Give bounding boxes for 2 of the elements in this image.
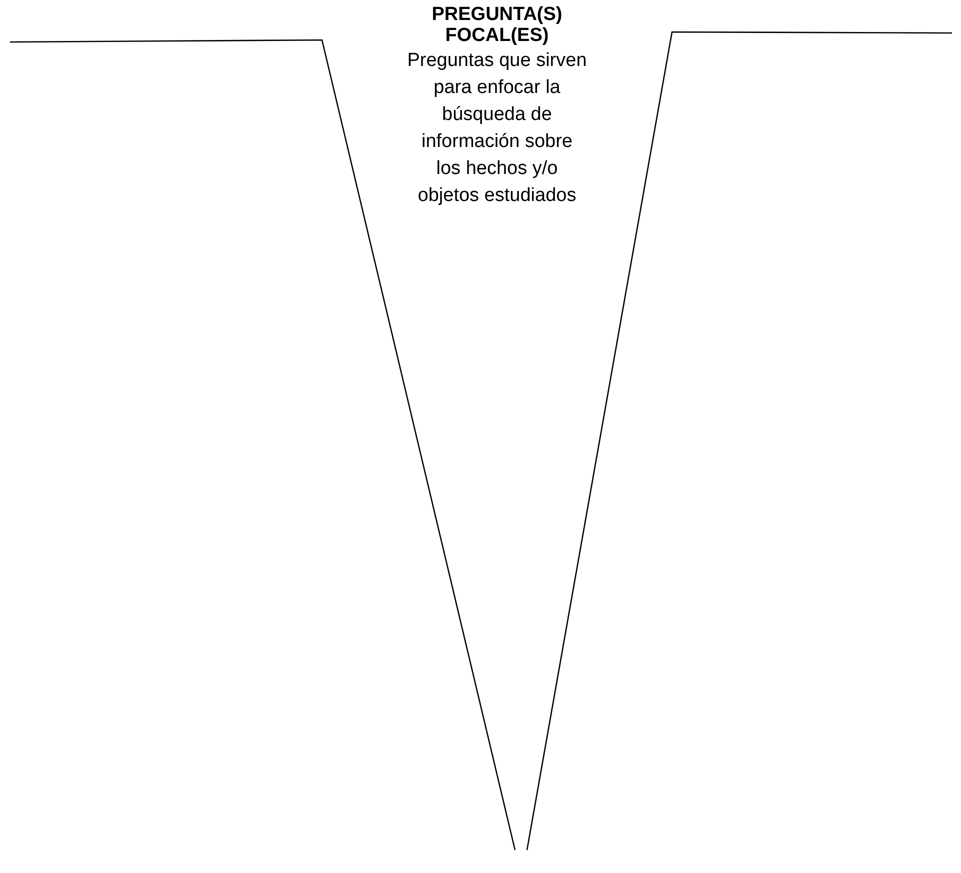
- heading: PREGUNTA(S) FOCAL(ES): [430, 4, 564, 46]
- description: Preguntas que sirven para enfocar la búsqueda de información sobre los hechos y/o objetos estudiados: [407, 49, 587, 208]
